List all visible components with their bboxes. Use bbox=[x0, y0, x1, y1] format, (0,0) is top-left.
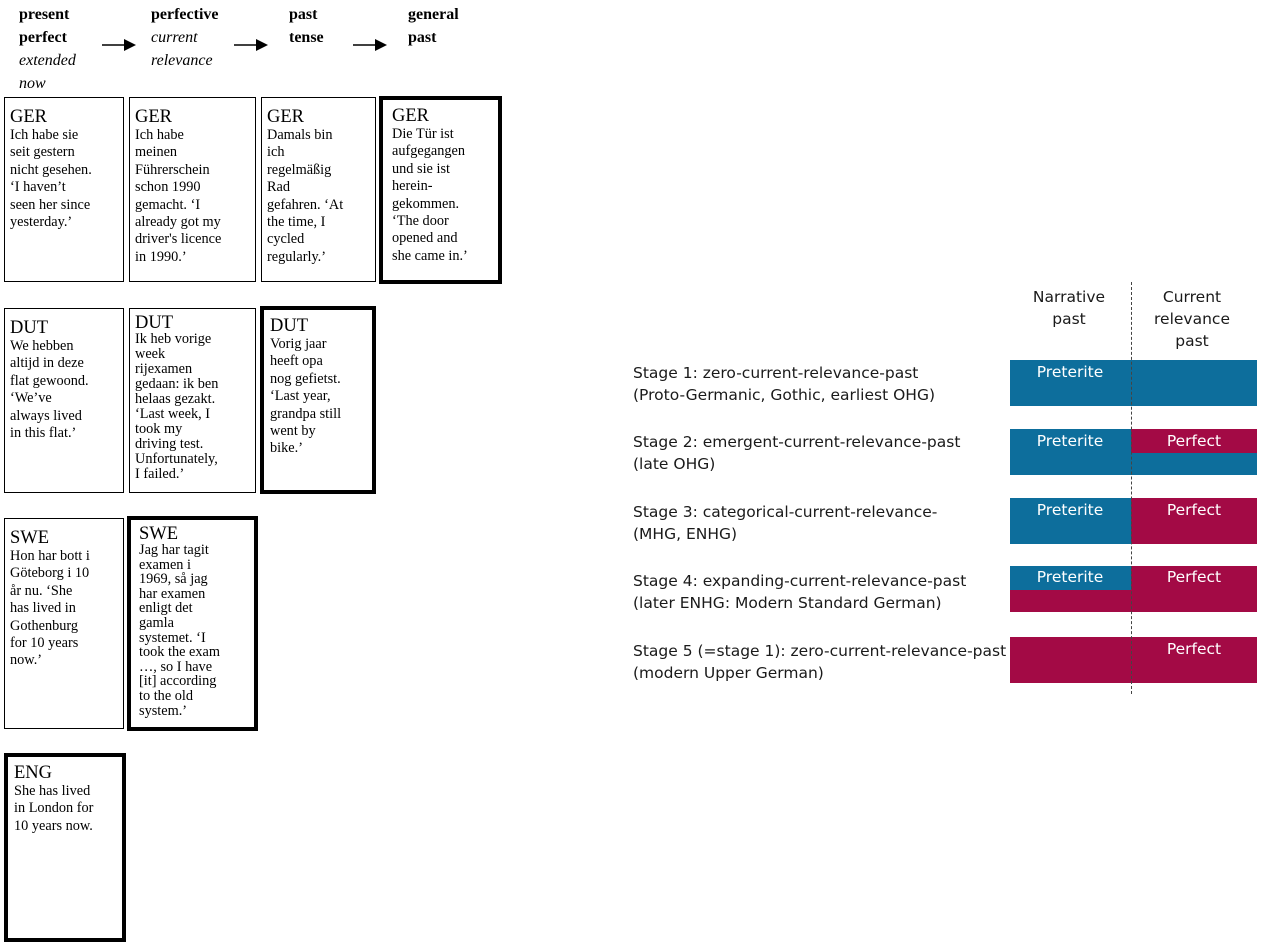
preterite-label: Preterite bbox=[1036, 432, 1104, 450]
narrative-current-divider bbox=[1131, 282, 1132, 694]
example-box-swe-perfective: SWE Jag har tagit examen i 1969, så jag … bbox=[127, 516, 258, 731]
perfect-label: Perfect bbox=[1166, 501, 1222, 519]
language-label: SWE bbox=[10, 528, 50, 548]
example-box-ger-perfective: GER Ich habe meinen Führerschein schon 1… bbox=[129, 97, 256, 282]
language-label: GER bbox=[392, 106, 429, 126]
stage-5-label: Stage 5 (=stage 1): zero-current-relevan… bbox=[633, 642, 1007, 682]
example-box-eng-present-perfect: ENG She has lived in London for 10 years… bbox=[4, 753, 126, 942]
preterite-label: Preterite bbox=[1036, 363, 1104, 381]
preterite-label: Preterite bbox=[1036, 501, 1104, 519]
preterite-segment bbox=[1010, 360, 1257, 406]
preterite-segment bbox=[1010, 498, 1131, 544]
perfect-segment bbox=[1010, 637, 1257, 683]
stage-4-bar: Preterite Perfect bbox=[1010, 566, 1257, 612]
arrow-right-icon bbox=[353, 39, 387, 51]
preterite-segment bbox=[1010, 566, 1131, 590]
stage-2-label: Stage 2: emergent-current-relevance-past… bbox=[633, 433, 961, 473]
arrow-right-icon bbox=[234, 39, 268, 51]
language-label: GER bbox=[10, 107, 47, 127]
stage-5-bar: Perfect bbox=[1010, 637, 1257, 683]
column-header-perfective: perfective current relevance bbox=[151, 6, 219, 69]
language-label: GER bbox=[267, 107, 304, 127]
example-text: Hon har bott i Göteborg i 10 år nu. ‘She… bbox=[10, 548, 90, 669]
stage-1-bar: Preterite bbox=[1010, 360, 1257, 406]
example-text: Die Tür ist aufgegangen und sie ist here… bbox=[392, 126, 468, 264]
perfect-label: Perfect bbox=[1166, 568, 1222, 586]
language-label: SWE bbox=[139, 524, 179, 544]
example-text: Damals bin ich regelmäßig Rad gefahren. … bbox=[267, 127, 344, 265]
example-text: She has lived in London for 10 years now… bbox=[14, 783, 94, 834]
example-box-ger-past-tense: GER Damals bin ich regelmäßig Rad gefahr… bbox=[261, 97, 376, 282]
stage-1-label: Stage 1: zero-current-relevance-past (Pr… bbox=[633, 364, 936, 404]
arrow-right-icon bbox=[102, 39, 136, 51]
example-box-dut-present-perfect: DUT We hebben altijd in deze flat gewoon… bbox=[4, 308, 124, 493]
language-label: DUT bbox=[270, 316, 309, 336]
preterite-label: Preterite bbox=[1036, 568, 1104, 586]
perfect-label: Perfect bbox=[1166, 432, 1222, 450]
stage-4-label: Stage 4: expanding-current-relevance-pas… bbox=[633, 572, 967, 612]
example-box-ger-general-past: GER Die Tür ist aufgegangen und sie ist … bbox=[379, 96, 502, 284]
language-label: ENG bbox=[14, 763, 53, 783]
column-header-past-tense: past tense bbox=[289, 6, 324, 46]
example-box-ger-present-perfect: GER Ich habe sie seit gestern nicht gese… bbox=[4, 97, 124, 282]
example-text: Ich habe meinen Führerschein schon 1990 … bbox=[135, 127, 222, 265]
example-text: Ik heb vorige week rijexamen gedaan: ik … bbox=[135, 331, 219, 482]
column-header-general-past: general past bbox=[408, 6, 459, 46]
header-current-relevance-past: Current relevance past bbox=[1154, 288, 1230, 350]
example-box-swe-present-perfect: SWE Hon har bott i Göteborg i 10 år nu. … bbox=[4, 518, 124, 729]
perfect-segment bbox=[1131, 429, 1257, 453]
column-header-present-perfect: present perfect extended now bbox=[19, 6, 76, 92]
language-label: GER bbox=[135, 107, 172, 127]
stage-3-bar: Preterite Perfect bbox=[1010, 498, 1257, 544]
example-box-dut-past-tense: DUT Vorig jaar heeft opa nog gefietst. ‘… bbox=[260, 306, 376, 494]
stage-2-bar: Preterite Perfect bbox=[1010, 429, 1257, 475]
example-text: Jag har tagit examen i 1969, så jag har … bbox=[139, 542, 220, 719]
header-narrative-past: Narrative past bbox=[1032, 288, 1106, 328]
example-text: We hebben altijd in deze flat gewoond. ‘… bbox=[10, 338, 89, 442]
perfect-segment bbox=[1131, 498, 1257, 544]
example-text: Ich habe sie seit gestern nicht gesehen.… bbox=[10, 127, 92, 231]
perfect-label: Perfect bbox=[1166, 640, 1222, 658]
stage-3-label: Stage 3: categorical-current-relevance- … bbox=[633, 503, 938, 543]
language-label: DUT bbox=[10, 318, 49, 338]
example-box-dut-perfective: DUT Ik heb vorige week rijexamen gedaan:… bbox=[129, 308, 256, 493]
language-label: DUT bbox=[135, 313, 174, 333]
example-text: Vorig jaar heeft opa nog gefietst. ‘Last… bbox=[270, 336, 342, 457]
